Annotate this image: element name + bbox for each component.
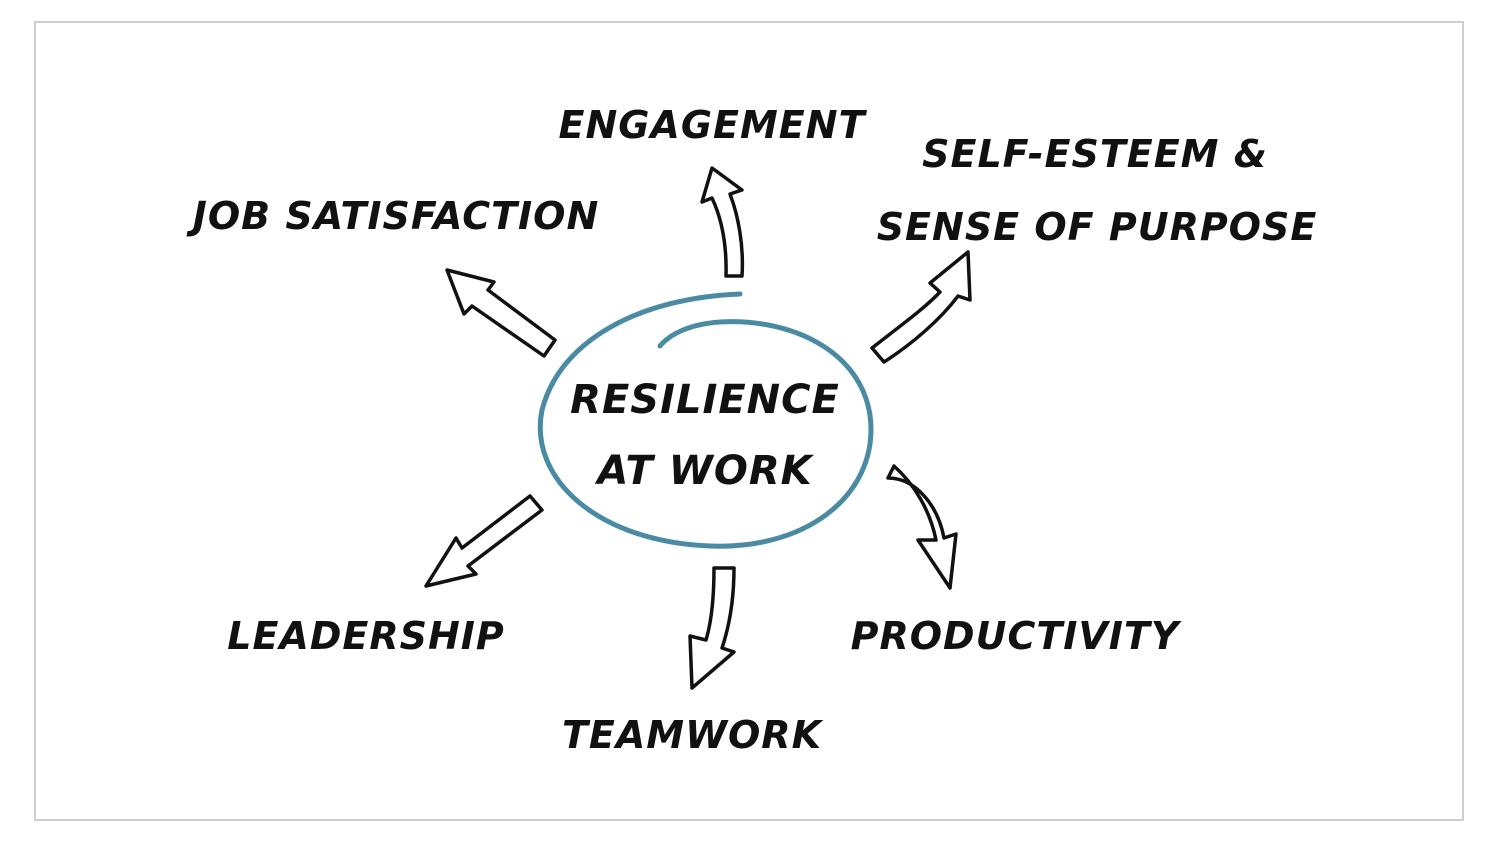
center-title-line1: RESILIENCE (570, 377, 840, 423)
label-job-satisfaction: JOB SATISFACTION (186, 194, 600, 238)
arrow-to-job-satisfaction (445, 268, 557, 358)
label-engagement: ENGAGEMENT (558, 103, 867, 147)
center-ring (537, 291, 874, 549)
arrow-to-self-esteem (870, 250, 972, 364)
label-self-esteem-line2: SENSE OF PURPOSE (877, 205, 1318, 249)
label-leadership: LEADERSHIP (227, 614, 505, 658)
label-productivity: PRODUCTIVITY (851, 614, 1182, 658)
diagram-frame (34, 21, 1464, 821)
arrow-to-teamwork (688, 566, 736, 690)
arrow-to-productivity (886, 464, 958, 590)
label-teamwork: TEAMWORK (562, 713, 824, 757)
arrow-to-leadership (424, 494, 544, 588)
center-title-line2: AT WORK (594, 448, 814, 494)
label-self-esteem-line1: SELF-ESTEEM & (922, 132, 1268, 176)
arrow-to-engagement (700, 166, 745, 278)
